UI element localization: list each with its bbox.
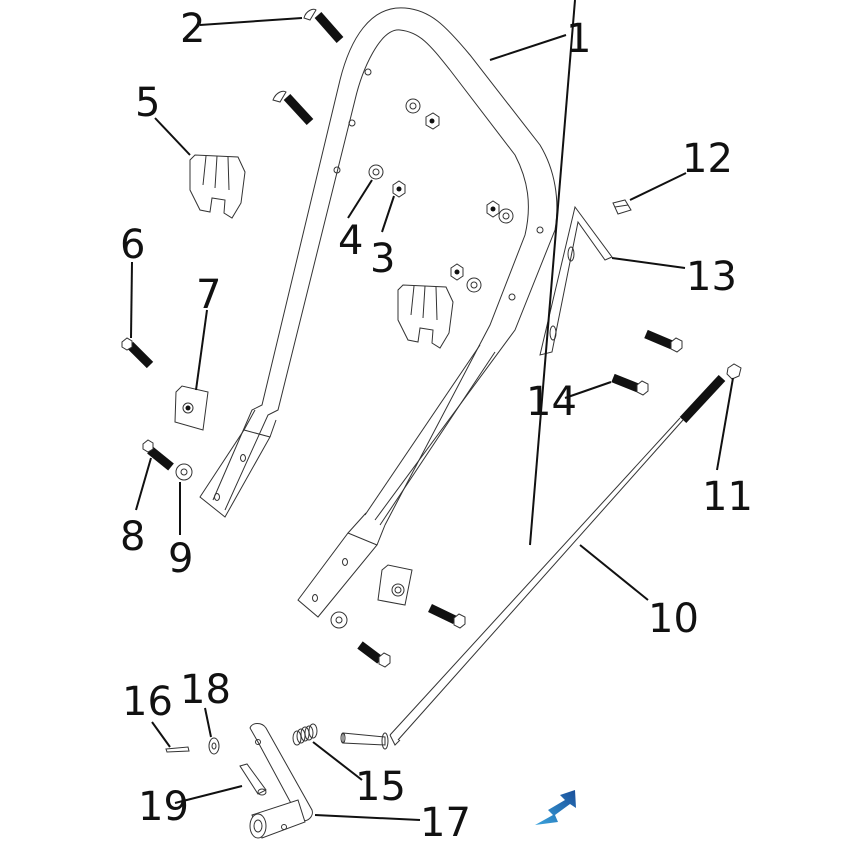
callout-12: 12 <box>682 136 733 182</box>
callout-9: 9 <box>168 536 193 582</box>
carriage-bolt <box>272 8 344 126</box>
mounting-bracket <box>174 385 209 431</box>
rod-nut <box>726 363 742 380</box>
callout-4: 4 <box>338 218 363 264</box>
hex-bolt <box>142 439 174 471</box>
rod-guide-bracket <box>539 205 613 356</box>
handle-frame <box>199 7 558 618</box>
rod-pin <box>340 732 389 750</box>
cable-clip <box>189 154 454 349</box>
callout-7: 7 <box>196 272 221 318</box>
callout-2: 2 <box>180 6 205 52</box>
callout-labels: 1 2 3 4 5 6 7 8 9 10 11 12 13 14 15 16 1… <box>120 6 753 846</box>
callout-3: 3 <box>370 236 395 282</box>
flat-washer <box>175 463 193 481</box>
callout-5: 5 <box>135 80 160 126</box>
callout-13: 13 <box>686 254 737 300</box>
callout-14: 14 <box>526 379 577 425</box>
callout-11: 11 <box>702 474 753 520</box>
callout-19: 19 <box>138 784 189 830</box>
callout-15: 15 <box>355 764 406 810</box>
callout-8: 8 <box>120 514 145 560</box>
hex-bolt <box>121 337 154 369</box>
callout-17: 17 <box>420 800 471 846</box>
washer <box>208 737 220 755</box>
callout-10: 10 <box>648 596 699 642</box>
leader-lines <box>130 0 734 821</box>
lever-arm <box>249 723 313 839</box>
pin <box>239 763 267 796</box>
frame-lower-hardware <box>330 564 466 668</box>
callout-6: 6 <box>120 222 145 268</box>
spring-clip <box>612 199 632 215</box>
callout-18: 18 <box>180 667 231 713</box>
frame-hardware <box>368 98 514 293</box>
cotter-pin <box>165 746 190 753</box>
control-rod <box>389 374 726 746</box>
callout-16: 16 <box>122 679 173 725</box>
nav-arrow-icon[interactable] <box>535 790 576 825</box>
hex-bolt <box>611 329 683 396</box>
spring <box>292 723 318 746</box>
callout-1: 1 <box>566 16 591 62</box>
